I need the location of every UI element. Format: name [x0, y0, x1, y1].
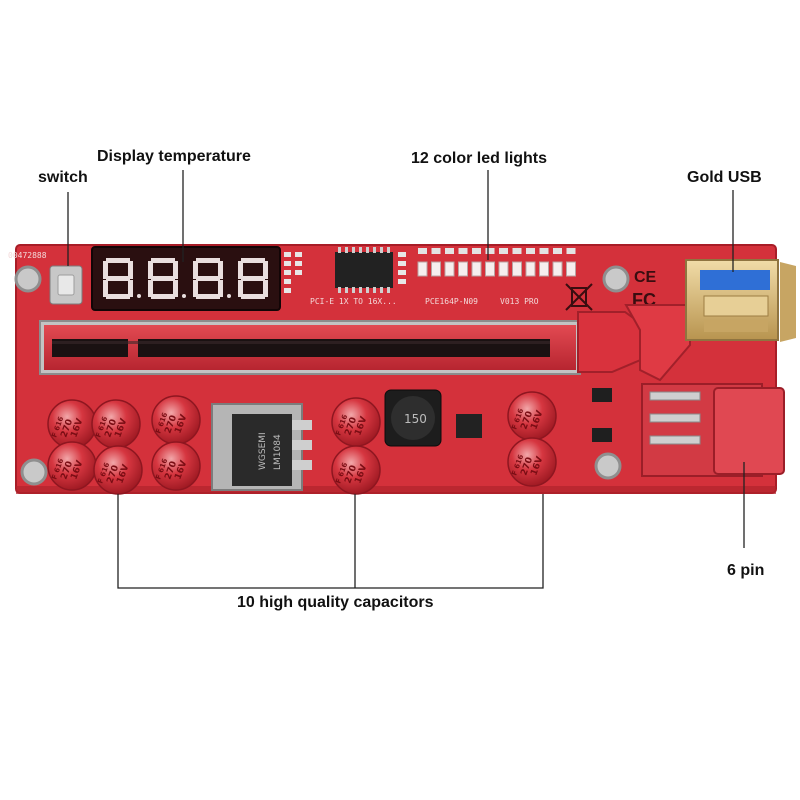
- slot-latch: [577, 304, 691, 382]
- led-light: [417, 248, 428, 277]
- led-light: [525, 248, 536, 277]
- switch-callout: switch: [38, 169, 88, 186]
- six-pin-callout: 6 pin: [727, 562, 765, 579]
- temperature-display: [91, 246, 281, 311]
- ce-mark: CE: [634, 269, 657, 286]
- led-light: [512, 248, 522, 277]
- display-temperature-callout: Display temperature: [97, 148, 251, 165]
- led-light: [539, 248, 549, 277]
- model-label-text: PCE164P-N09: [425, 297, 478, 306]
- pci-label-text: PCI-E 1X TO 16X...: [310, 297, 397, 306]
- display-digit: [148, 258, 186, 299]
- small-chip: [456, 414, 482, 438]
- led-lights-row: [398, 248, 576, 284]
- six-pin-connector: [641, 383, 785, 477]
- ic-chip: [335, 247, 393, 293]
- voltage-regulator: WGSEMI LM1084: [211, 403, 312, 491]
- led-lights-callout: 12 color led lights: [411, 150, 548, 167]
- led-light: [444, 248, 455, 277]
- capacitors-callout: 10 high quality capacitors: [237, 594, 434, 611]
- led-light: [485, 248, 495, 277]
- version-label-text: V013 PRO: [500, 297, 539, 306]
- regulator-part-text: LM1084: [273, 434, 283, 470]
- serial-text: 00472888: [8, 251, 47, 260]
- led-light: [471, 248, 482, 277]
- led-light: [552, 248, 563, 277]
- mounting-holes: [14, 265, 630, 486]
- led-light: [431, 248, 441, 277]
- inductor: 150: [384, 389, 442, 447]
- switch-button: [49, 265, 83, 305]
- regulator-brand-text: WGSEMI: [258, 432, 268, 470]
- display-digit: [193, 258, 231, 299]
- gold-usb-connector: [685, 259, 796, 342]
- weee-bin-icon: [565, 283, 593, 311]
- display-digit: [103, 258, 141, 299]
- led-light: [458, 248, 468, 277]
- led-light: [566, 248, 576, 277]
- gold-usb-callout: Gold USB: [687, 169, 762, 186]
- smd-components: [592, 388, 612, 442]
- led-light: [498, 248, 509, 277]
- callout-lines: [67, 170, 745, 589]
- display-pads: [284, 252, 302, 293]
- display-digit: [238, 258, 268, 299]
- pcie-x16-slot: [39, 320, 581, 375]
- inductor-marking: 150: [404, 412, 427, 426]
